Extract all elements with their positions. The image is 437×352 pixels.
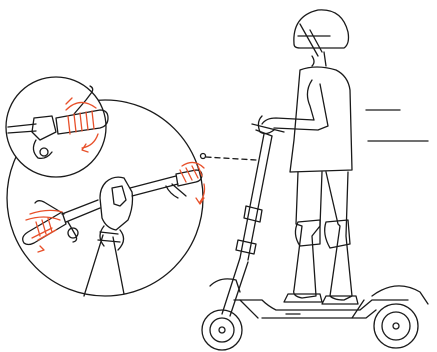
right-grip-rotation-arrow-icon bbox=[179, 161, 206, 205]
rider-legs bbox=[293, 171, 353, 301]
scooter bbox=[201, 123, 429, 351]
detail-right-brake bbox=[165, 183, 187, 199]
throttle-detail-circle bbox=[5, 76, 107, 178]
rider-knee-pad-left bbox=[294, 219, 321, 247]
detail-stem bbox=[83, 234, 125, 297]
throttle-top-lever bbox=[73, 85, 94, 115]
throttle-detail-view bbox=[5, 76, 109, 178]
left-grip-motion-lines-icon bbox=[25, 209, 63, 253]
rider-arm bbox=[261, 79, 329, 131]
throttle-bell bbox=[39, 147, 49, 157]
rider bbox=[257, 9, 359, 305]
detail-left-grip bbox=[22, 211, 67, 246]
detail-left-bell bbox=[67, 227, 79, 239]
rider-visor bbox=[297, 23, 331, 57]
scooter-stem-clamp bbox=[235, 205, 263, 255]
throttle-grip bbox=[55, 109, 109, 135]
scooter-front-wheel bbox=[201, 309, 243, 351]
detail-clamp bbox=[97, 231, 121, 243]
rider-shoes bbox=[283, 293, 359, 305]
leader-line bbox=[199, 152, 257, 161]
scooter-deck bbox=[233, 299, 409, 319]
scooter-rear-fender bbox=[371, 285, 429, 305]
detail-right-bar bbox=[129, 175, 179, 197]
detail-left-bar bbox=[61, 199, 101, 223]
throttle-brake-lever bbox=[32, 139, 53, 160]
rider-neck bbox=[311, 51, 327, 67]
rider-torso bbox=[289, 66, 353, 173]
scooter-handlebar bbox=[251, 123, 285, 137]
scooter-front-fender bbox=[209, 278, 241, 293]
handlebar-detail-view bbox=[6, 99, 206, 297]
scooter-rear-wheel bbox=[373, 303, 419, 349]
motion-lines-icon bbox=[365, 109, 429, 142]
rider-knee-pad-right bbox=[324, 219, 351, 249]
throttle-rotation-arrow-icon bbox=[65, 97, 99, 153]
detail-cables bbox=[99, 225, 125, 251]
scooter-deck-detail bbox=[239, 299, 365, 319]
rider-helmet bbox=[293, 9, 350, 49]
throttle-bar bbox=[7, 123, 37, 134]
detail-left-brake-lever bbox=[34, 200, 78, 243]
throttle-brake-body bbox=[31, 115, 57, 141]
scooter-stem bbox=[239, 133, 273, 261]
scooter-fork bbox=[221, 257, 249, 317]
detail-display-screen bbox=[111, 185, 127, 207]
detail-dashboard bbox=[99, 176, 134, 231]
